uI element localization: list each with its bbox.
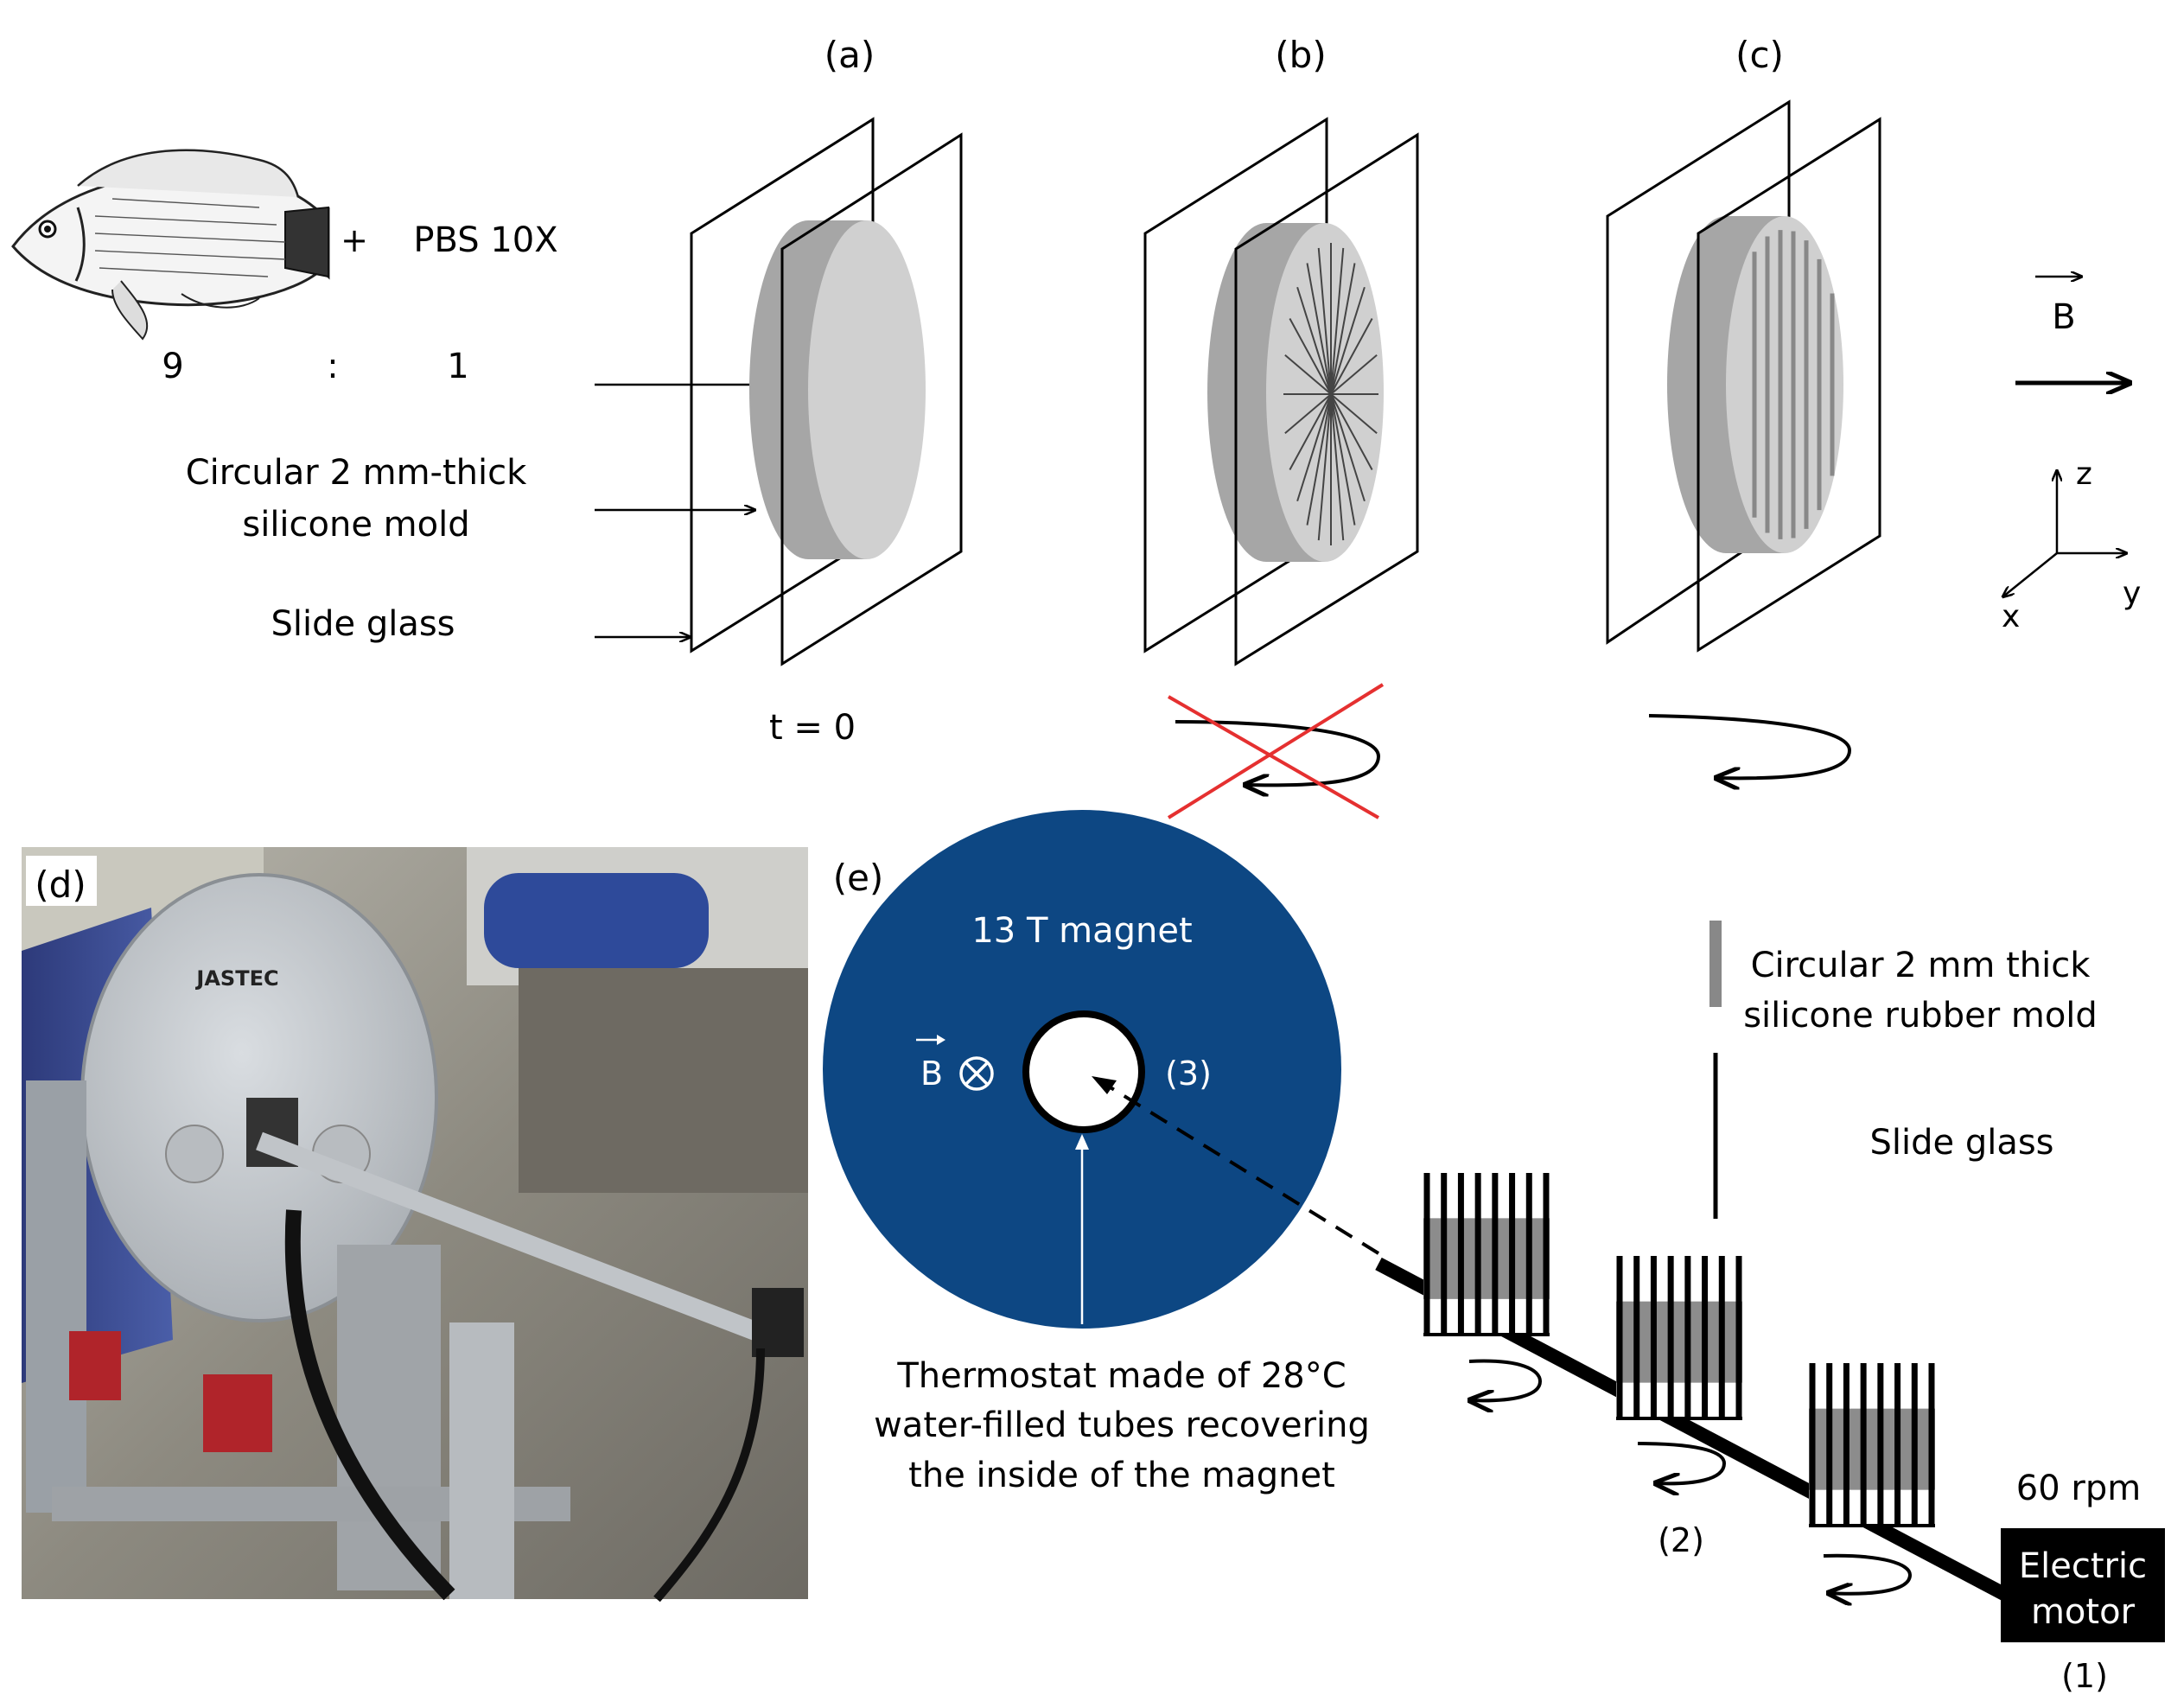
- label-1: (1): [2061, 1657, 2108, 1695]
- rotation-arrow-holder-2: [1637, 1442, 1727, 1483]
- legend-mold-line2: silicone rubber mold: [1743, 996, 2098, 1036]
- rotation-arrow-c: [1648, 714, 1852, 778]
- motor-label-line2: motor: [2031, 1592, 2136, 1632]
- b-field-label-e: B: [920, 1055, 943, 1093]
- photo-label-background: [26, 856, 97, 906]
- mold-label-line1: Circular 2 mm-thick: [186, 453, 527, 493]
- sample-holder-2: [1616, 1256, 1742, 1420]
- photo-brand-text: JASTEC: [194, 966, 278, 991]
- sample-holder-1: [1423, 1173, 1550, 1336]
- panel-a-sample: [690, 117, 963, 666]
- panel-b-sample: [1143, 117, 1419, 666]
- insertion-arrowhead: [1092, 1076, 1117, 1094]
- legend-mold-swatch: [1709, 921, 1722, 1007]
- magnet-label: 13 T magnet: [971, 911, 1192, 951]
- legend-glass-label: Slide glass: [1869, 1123, 2053, 1163]
- sample-holder-3: [1809, 1363, 1935, 1527]
- rotation-crossed: [1167, 683, 1385, 819]
- electric-motor: [2001, 1528, 2165, 1642]
- pbs-label: PBS 10X: [413, 220, 557, 260]
- label-3: (3): [1165, 1055, 1212, 1093]
- rotation-arrow-holder-1: [1469, 1359, 1543, 1401]
- radial-fibers: [1283, 243, 1378, 545]
- magnet-photo: JASTEC: [22, 847, 808, 1603]
- mold-label-line2: silicone mold: [242, 505, 469, 545]
- b-field-indicator: B: [2015, 277, 2130, 383]
- panel-d-label: (d): [35, 864, 86, 906]
- axis-y-label: y: [2123, 576, 2141, 611]
- plus-sign: +: [341, 221, 368, 259]
- thermostat-line3: the inside of the magnet: [908, 1456, 1335, 1495]
- b-field-label: B: [2052, 297, 2075, 337]
- label-2: (2): [1658, 1521, 1704, 1559]
- thermostat-line1: Thermostat made of 28°C: [896, 1356, 1346, 1396]
- panel-e-label: (e): [833, 857, 884, 899]
- axis-z-label: z: [2076, 456, 2092, 492]
- fish-illustration: [11, 149, 330, 341]
- magnet-cross-section: [823, 810, 1341, 1329]
- panel-c-sample: [1606, 99, 1881, 653]
- radial-fiber-line: [1284, 354, 1378, 435]
- axis-x-label: x: [2002, 599, 2020, 634]
- panel-c-label: (c): [1735, 34, 1784, 76]
- motor-label-line1: Electric: [2019, 1546, 2147, 1586]
- panel-a-label: (a): [824, 34, 875, 76]
- slide-glass-label: Slide glass: [271, 604, 455, 644]
- rotation-arrow-holder-3: [1823, 1553, 1913, 1594]
- insertion-path-dashed: [1100, 1080, 1380, 1255]
- aligned-fibers: [1752, 230, 1835, 539]
- ratio-right: 1: [447, 347, 468, 386]
- thermostat-line2: water-filled tubes recovering: [874, 1405, 1370, 1445]
- ratio-colon: :: [327, 347, 338, 386]
- coordinate-axes: z y x: [2002, 456, 2141, 634]
- legend-mold-line1: Circular 2 mm thick: [1751, 946, 2091, 985]
- panel-b-label: (b): [1275, 34, 1326, 76]
- ratio-left: 9: [162, 347, 183, 386]
- rpm-label: 60 rpm: [2016, 1469, 2141, 1508]
- time-zero-label: t = 0: [769, 708, 856, 748]
